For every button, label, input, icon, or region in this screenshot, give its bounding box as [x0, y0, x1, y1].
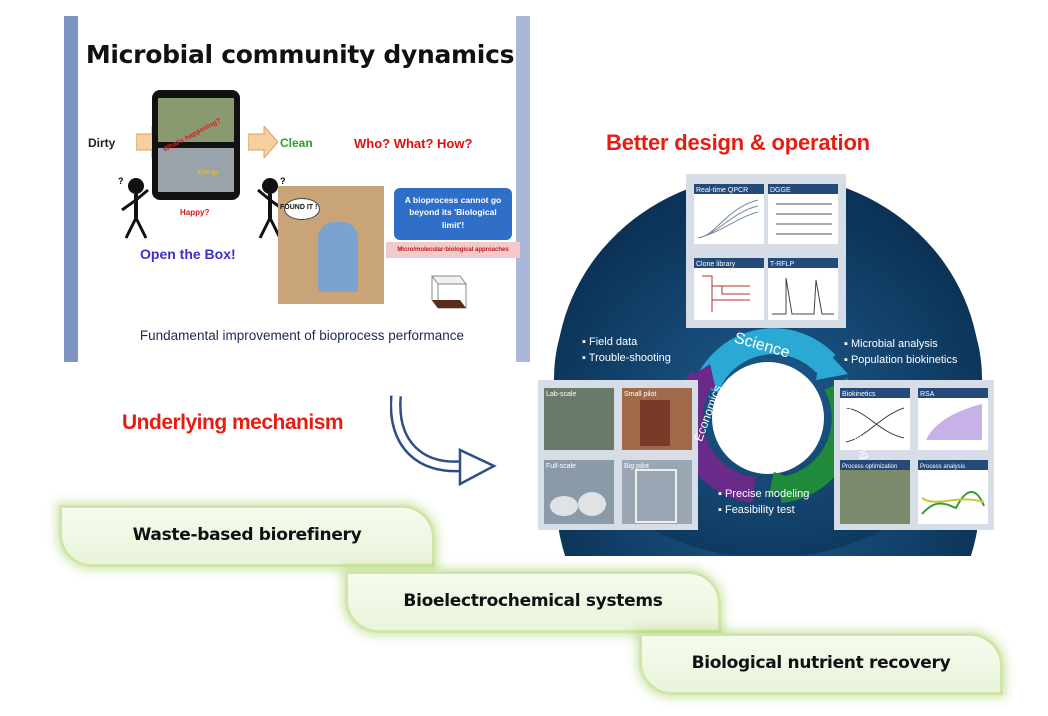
- science-arc: [693, 328, 836, 394]
- digester-photo: [158, 148, 234, 192]
- right-arrow-icon: [248, 126, 278, 158]
- headline: Better design & operation: [606, 130, 870, 155]
- biological-limit-box: A bioprocess cannot go beyond its 'Biolo…: [394, 188, 512, 240]
- panel-title-lab: Lab-scale: [546, 391, 576, 398]
- panel-title-biokinetics: Biokinetics: [842, 391, 876, 398]
- question-label: Who? What? How?: [354, 136, 473, 151]
- open-box-label: Open the Box!: [140, 246, 236, 262]
- process-optimization-panel: [840, 460, 910, 524]
- plant-photo: [158, 98, 234, 142]
- child-in-box-photo: [278, 186, 384, 304]
- found-label: FOUND IT !: [280, 204, 318, 211]
- slide-frame-right: [516, 16, 530, 362]
- clean-label: Clean: [280, 136, 313, 150]
- trflp-panel: [768, 258, 838, 320]
- panel-title-full-scale: Full-scale: [546, 463, 576, 470]
- biokinetics-panel: [840, 388, 910, 450]
- treatment-plant-monitor: What's happening? Energy: [152, 90, 240, 200]
- panel-title-clone: Clone library: [696, 261, 736, 268]
- energy-caption: Energy: [198, 170, 219, 176]
- mechanism-label: Underlying mechanism: [122, 411, 344, 434]
- svg-text:?: ?: [280, 176, 286, 186]
- bottom-bullet-list: ▪ Precise modeling ▪ Feasibility test: [718, 486, 809, 518]
- cycle-diagram: Real-time QPCR DGGE Clone library T-RFLP…: [538, 174, 994, 556]
- speech-bubble: [284, 198, 320, 220]
- banner-bioelectrochemical: Bioelectrochemical systems: [348, 574, 718, 630]
- confused-figure-icon: ?: [118, 176, 149, 239]
- bullet-trouble-shooting: ▪ Trouble-shooting: [582, 352, 671, 364]
- slide-footer: Fundamental improvement of bioprocess pe…: [139, 328, 465, 343]
- lab-scale-panel: [544, 388, 614, 450]
- panel-title-dgge: DGGE: [770, 187, 791, 194]
- bullet-precise-modeling: ▪ Precise modeling: [718, 488, 810, 500]
- banner-label: Biological nutrient recovery: [691, 653, 951, 673]
- panel-title-qpcr: Real-time QPCR: [696, 187, 748, 194]
- panel-title-rsa: RSA: [920, 391, 935, 398]
- slide-frame-left: [64, 16, 78, 362]
- bullet-population-biokinetics: ▪ Population biokinetics: [844, 354, 958, 366]
- slide-title: Microbial community dynamics: [85, 40, 515, 69]
- child-figure: [318, 222, 358, 292]
- clone-library-panel: [694, 258, 764, 320]
- panel-title-optimization: Process optimization: [842, 464, 897, 470]
- process-analysis-panel: [918, 460, 988, 524]
- microbial-dynamics-slide: Microbial community dynamics Dirty Clean…: [64, 16, 530, 362]
- curved-arrow-icon: [390, 395, 497, 487]
- glass-box-icon: [431, 275, 467, 309]
- bullet-microbial-analysis: ▪ Microbial analysis: [844, 338, 938, 350]
- banner-nutrient-recovery: Biological nutrient recovery: [642, 636, 1000, 692]
- happy-label: Happy?: [180, 208, 210, 217]
- banner-label: Waste-based biorefinery: [132, 525, 362, 545]
- left-bullet-list: ▪ Field data ▪ Trouble-shooting: [582, 334, 671, 366]
- right-bullet-list: ▪ Microbial analysis ▪ Population biokin…: [844, 336, 957, 368]
- panel-title-trflp: T-RFLP: [770, 261, 794, 268]
- bullet-feasibility-test: ▪ Feasibility test: [718, 504, 795, 516]
- dirty-label: Dirty: [88, 136, 116, 150]
- panel-title-analysis: Process analysis: [920, 464, 965, 470]
- svg-text:?: ?: [118, 176, 124, 186]
- approach-label: Micro/molecular-biological approaches: [386, 242, 520, 258]
- cycle-center: [712, 362, 824, 474]
- banner-waste-biorefinery: Waste-based biorefinery: [62, 508, 432, 564]
- panel-title-small-pilot: Small pilot: [624, 391, 656, 398]
- panel-title-big-pilot: Big pilot: [624, 463, 649, 470]
- banner-label: Bioelectrochemical systems: [403, 591, 663, 611]
- bullet-field-data: ▪ Field data: [582, 336, 638, 348]
